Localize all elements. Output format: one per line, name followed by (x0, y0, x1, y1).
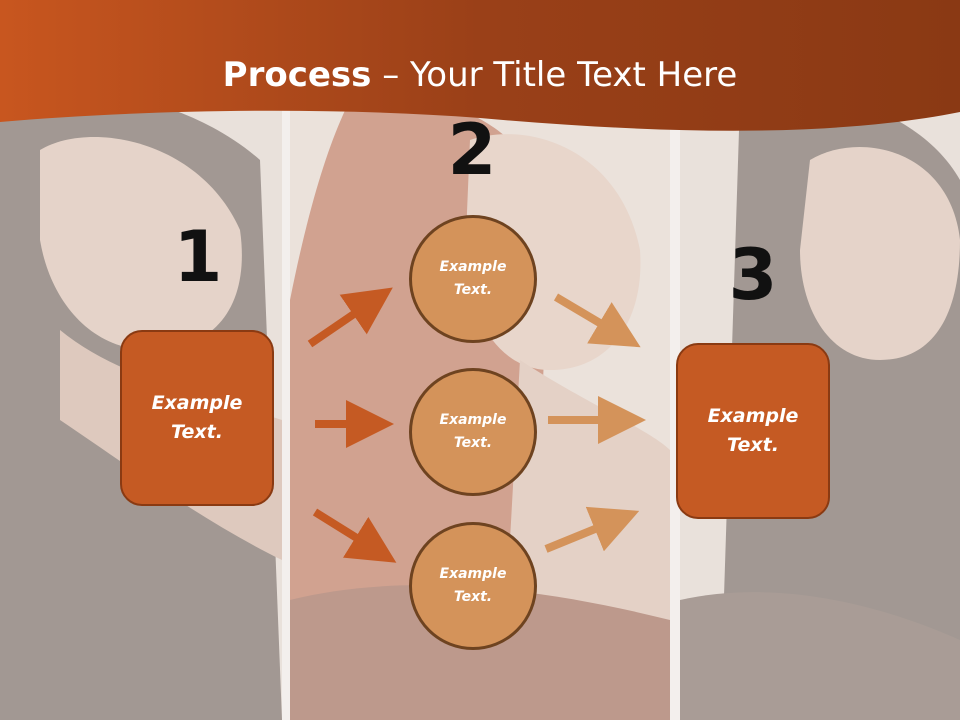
title-separator: – (371, 55, 411, 95)
panel-divider (670, 0, 680, 720)
arrow-right-down-icon (553, 293, 641, 348)
arrow-right-up-icon (307, 287, 393, 348)
title-banner (0, 0, 960, 131)
panel-divider (282, 0, 290, 720)
step-number-2: 2 (447, 109, 497, 191)
arrow-right-up-icon (544, 506, 640, 553)
title-rest: Your Title Text Here (410, 55, 738, 95)
arrow-right-down-icon (312, 508, 397, 563)
title-bold: Process (222, 55, 372, 95)
step-number-3: 3 (728, 234, 778, 316)
slide-title: Process – Your Title Text Here (0, 55, 960, 95)
step-number-1: 1 (173, 216, 223, 298)
